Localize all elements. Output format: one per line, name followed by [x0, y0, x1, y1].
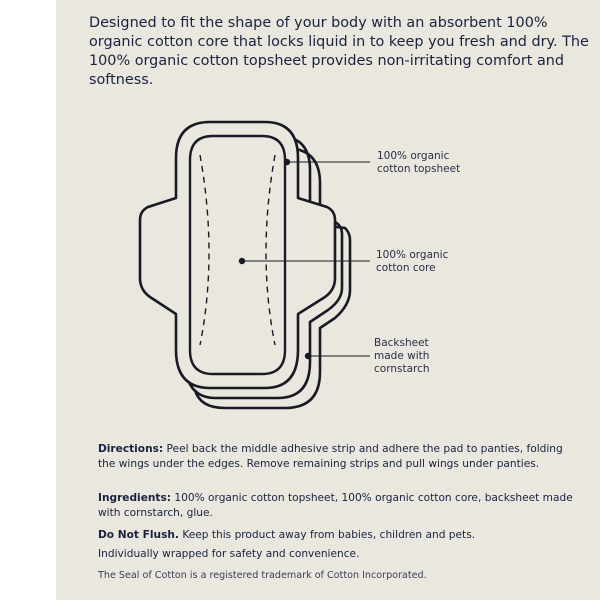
package-panel [56, 0, 600, 600]
intro-paragraph: Designed to fit the shape of your body w… [89, 15, 589, 88]
directions-label: Directions: [98, 443, 164, 455]
directions-text: Directions: Peel back the middle adhesiv… [98, 442, 578, 471]
flush-warning: Do Not Flush. Keep this product away fro… [98, 528, 578, 543]
ingredients-text: Ingredients: 100% organic cotton topshee… [98, 491, 578, 520]
topsheet-leader [283, 158, 370, 166]
pad-core-outline [188, 134, 287, 376]
backsheet-callout-line-3: cornstarch [374, 363, 430, 375]
topsheet-callout: 100% organic cotton topsheet [377, 150, 460, 176]
pad-backsheet-outline [193, 146, 352, 410]
backsheet-leader [304, 352, 370, 360]
core-callout-line-1: 100% organic [376, 249, 449, 261]
ingredients-label: Ingredients: [98, 492, 172, 504]
flush-label: Do Not Flush. [98, 529, 179, 541]
backsheet-callout-line-1: Backsheet [374, 337, 429, 349]
directions-body: Peel back the middle adhesive strip and … [98, 443, 563, 470]
pad-topsheet-outline [138, 120, 337, 390]
pad-right-channel [265, 154, 276, 346]
pad-core-layer-outline [186, 134, 344, 400]
topsheet-callout-line-1: 100% organic [377, 150, 450, 162]
core-callout-line-2: cotton core [376, 262, 436, 274]
core-leader [238, 257, 370, 265]
backsheet-callout-line-2: made with [374, 350, 430, 362]
backsheet-callout: Backsheet made with cornstarch [374, 337, 430, 376]
core-callout: 100% organic cotton core [376, 249, 448, 275]
flush-body: Keep this product away from babies, chil… [178, 529, 476, 541]
ingredients-body: 100% organic cotton topsheet, 100% organ… [98, 492, 573, 519]
pad-left-channel [199, 154, 210, 346]
wrapped-note: Individually wrapped for safety and conv… [98, 548, 360, 560]
topsheet-callout-line-2: cotton topsheet [377, 163, 461, 175]
trademark-note: The Seal of Cotton is a registered trade… [98, 570, 427, 581]
